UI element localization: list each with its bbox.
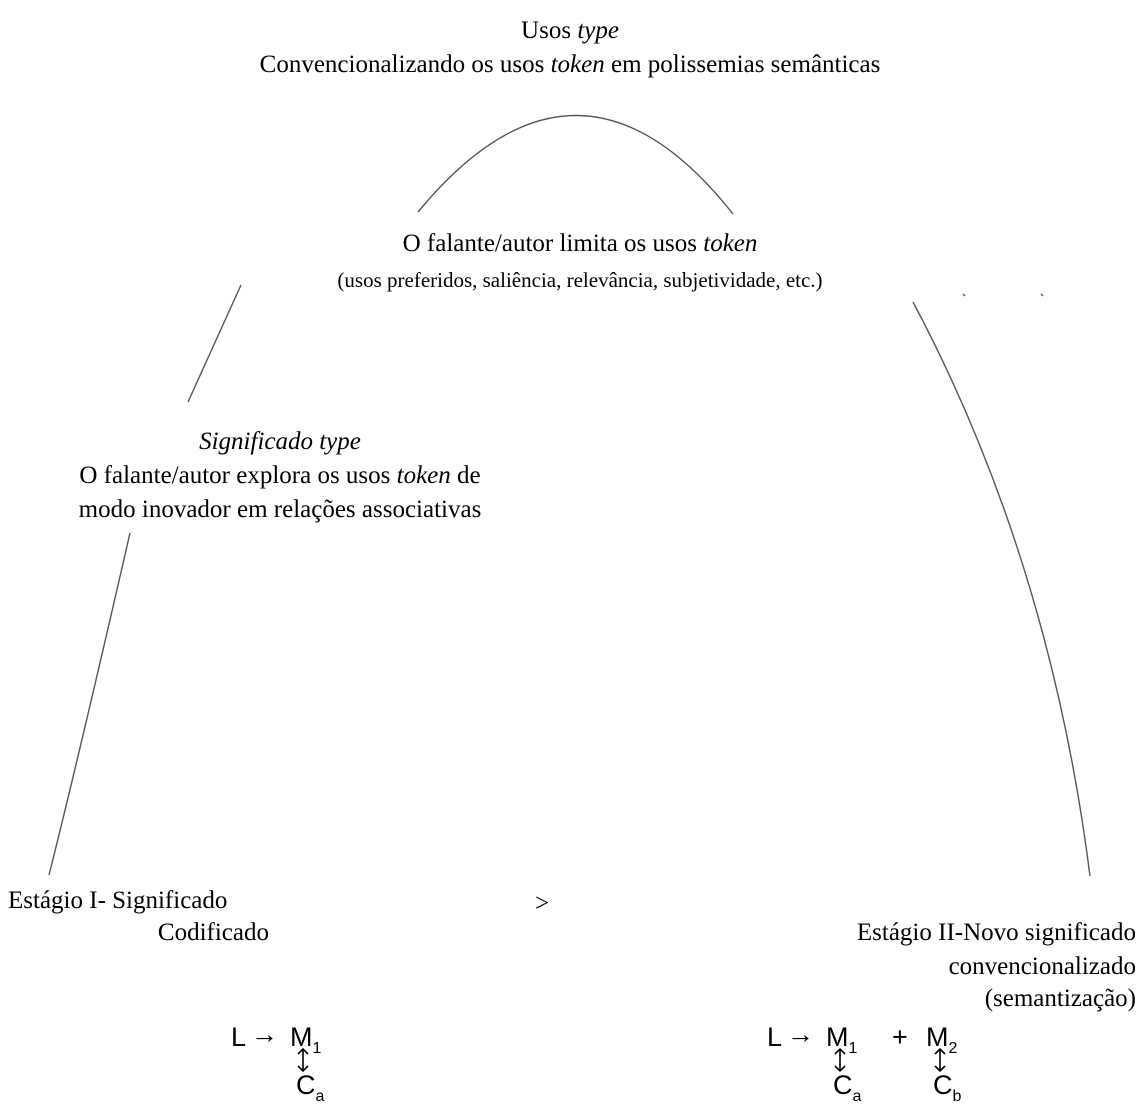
stage1-line1: Estágio I- Significado: [8, 885, 227, 916]
left-upper-line: [187, 284, 242, 403]
left-line2-text: modo inovador em relações associativas: [78, 496, 482, 523]
stage1-line2: Codificado: [0, 917, 269, 948]
top-title: Usos type: [0, 15, 1140, 46]
top-subtitle-part-a: Convencionalizando os usos: [259, 51, 545, 78]
formula2-m1-letter: M: [826, 1022, 849, 1052]
middle-heading-italic: token: [703, 230, 758, 257]
top-arc: [417, 114, 734, 215]
formula2-c2-sub: b: [952, 1088, 962, 1105]
middle-heading: O falante/autor limita os usos token: [0, 228, 1140, 259]
stage-separator: >: [535, 888, 549, 919]
small-dash: [1040, 293, 1044, 297]
formula2-c1: Ca: [833, 1070, 861, 1105]
middle-note: (usos preferidos, saliência, relevância,…: [0, 265, 1140, 296]
formula2-m2: M2: [926, 1022, 957, 1057]
formula2-m1-sub: 1: [848, 1040, 858, 1057]
stage2-title: Estágio II-Novo significado: [856, 919, 1136, 946]
top-title-word: Usos: [521, 17, 572, 44]
top-title-italic: type: [577, 17, 619, 44]
left-line1-text: O falante/autor explora os usos: [79, 462, 391, 489]
top-subtitle: Convencionalizando os usos token em poli…: [0, 49, 1140, 80]
updown-arrow-icon: [297, 1047, 309, 1073]
updown-arrow-icon: [834, 1047, 846, 1073]
middle-note-text: (usos preferidos, saliência, relevância,…: [337, 268, 823, 292]
formula2-c1-sub: a: [852, 1088, 862, 1105]
stage1-subtitle: Codificado: [157, 919, 269, 946]
left-heading: Significado type: [199, 428, 361, 455]
small-dash: [962, 293, 966, 297]
right-line: [912, 301, 1091, 877]
stage2-line3: (semantização): [0, 983, 1136, 1014]
top-subtitle-part-b: em polissemias semânticas: [610, 51, 881, 78]
updown-arrow-icon: [934, 1047, 946, 1073]
formula1-c: Ca: [296, 1070, 324, 1105]
formula2-plus: +: [892, 1022, 908, 1052]
formula2-m2-sub: 2: [948, 1040, 958, 1057]
formula1-c-letter: C: [296, 1070, 316, 1100]
formula2-arrow: →: [787, 1019, 814, 1049]
formula2-c1-letter: C: [833, 1070, 853, 1100]
formula2-c2-letter: C: [933, 1070, 953, 1100]
stage2-subtitle: convencionalizado: [948, 953, 1136, 980]
formula2-m1: M1: [826, 1022, 857, 1057]
left-lower-line: [48, 532, 131, 876]
formula1-m-sub: 1: [312, 1040, 322, 1057]
left-line1: O falante/autor explora os usos token de: [0, 460, 560, 491]
formula1-arrow: →: [251, 1019, 278, 1049]
stage2-line1: Estágio II-Novo significado: [0, 917, 1136, 948]
middle-heading-text: O falante/autor limita os usos: [402, 230, 697, 257]
formula1-c-sub: a: [315, 1088, 325, 1105]
left-line1-italic: token: [396, 462, 451, 489]
stage2-note: (semantização): [984, 985, 1136, 1012]
formula2-m2-letter: M: [926, 1022, 949, 1052]
stage2-line2: convencionalizado: [0, 951, 1136, 982]
left-line1-end: de: [457, 462, 481, 489]
formula2-lhs: L: [767, 1022, 783, 1052]
formula1-m: M1: [290, 1022, 321, 1057]
formula1-lhs: L: [231, 1022, 247, 1052]
separator-symbol: >: [535, 890, 550, 917]
top-subtitle-italic: token: [550, 51, 605, 78]
left-block: Significado type: [0, 426, 560, 457]
left-line2: modo inovador em relações associativas: [0, 494, 560, 525]
stage1-title: Estágio I- Significado: [8, 887, 228, 914]
formula2-c2: Cb: [933, 1070, 961, 1105]
formula1-m-letter: M: [290, 1022, 313, 1052]
